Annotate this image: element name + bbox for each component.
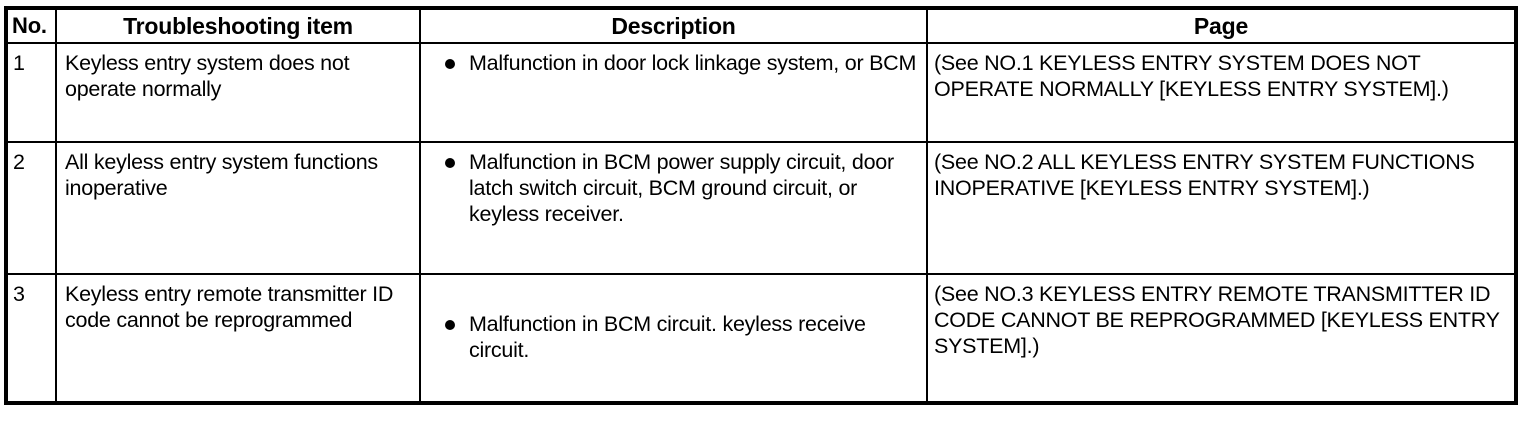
cell-page-reference: (See NO.1 KEYLESS ENTRY SYSTEM DOES NOT …	[926, 42, 1517, 143]
cell-no: 1	[5, 42, 57, 143]
cell-no: 3	[5, 273, 57, 404]
table-row: 2 All keyless entry system functions ino…	[5, 141, 1517, 275]
list-item: Malfunction in BCM power supply circuit,…	[429, 149, 918, 227]
table-row: 3 Keyless entry remote transmitter ID co…	[5, 273, 1517, 404]
description-bullet-list: Malfunction in BCM circuit. keyless rece…	[429, 311, 918, 363]
table-row: 1 Keyless entry system does not operate …	[5, 42, 1517, 143]
cell-description: Malfunction in BCM power supply circuit,…	[419, 141, 928, 275]
description-bullet-list: Malfunction in door lock linkage system,…	[429, 50, 918, 76]
cell-no: 2	[5, 141, 57, 275]
cell-page-reference: (See NO.2 ALL KEYLESS ENTRY SYSTEM FUNCT…	[926, 141, 1517, 275]
bullet-text: Malfunction in BCM power supply circuit,…	[469, 150, 894, 226]
bullet-dot-icon	[445, 158, 455, 168]
column-header-troubleshooting-item: Troubleshooting item	[55, 7, 421, 44]
description-bullet-list: Malfunction in BCM power supply circuit,…	[429, 149, 918, 227]
cell-page-reference: (See NO.3 KEYLESS ENTRY REMOTE TRANSMITT…	[926, 273, 1517, 404]
cell-troubleshooting-item: Keyless entry system does not operate no…	[55, 42, 421, 143]
table-header: No. Troubleshooting item Description Pag…	[5, 7, 1517, 44]
bullet-dot-icon	[445, 320, 455, 330]
cell-description: Malfunction in door lock linkage system,…	[419, 42, 928, 143]
table-header-row: No. Troubleshooting item Description Pag…	[5, 7, 1517, 44]
troubleshooting-table: No. Troubleshooting item Description Pag…	[4, 6, 1518, 405]
bullet-text: Malfunction in door lock linkage system,…	[469, 51, 917, 75]
bullet-text: Malfunction in BCM circuit. keyless rece…	[469, 312, 866, 362]
list-item: Malfunction in door lock linkage system,…	[429, 50, 918, 76]
cell-description: Malfunction in BCM circuit. keyless rece…	[419, 273, 928, 404]
bullet-dot-icon	[445, 59, 455, 69]
column-header-description: Description	[419, 7, 928, 44]
cell-troubleshooting-item: All keyless entry system functions inope…	[55, 141, 421, 275]
list-item: Malfunction in BCM circuit. keyless rece…	[429, 311, 918, 363]
column-header-page: Page	[926, 7, 1517, 44]
cell-troubleshooting-item: Keyless entry remote transmitter ID code…	[55, 273, 421, 404]
column-header-no: No.	[5, 7, 57, 44]
table-body: 1 Keyless entry system does not operate …	[5, 42, 1517, 404]
